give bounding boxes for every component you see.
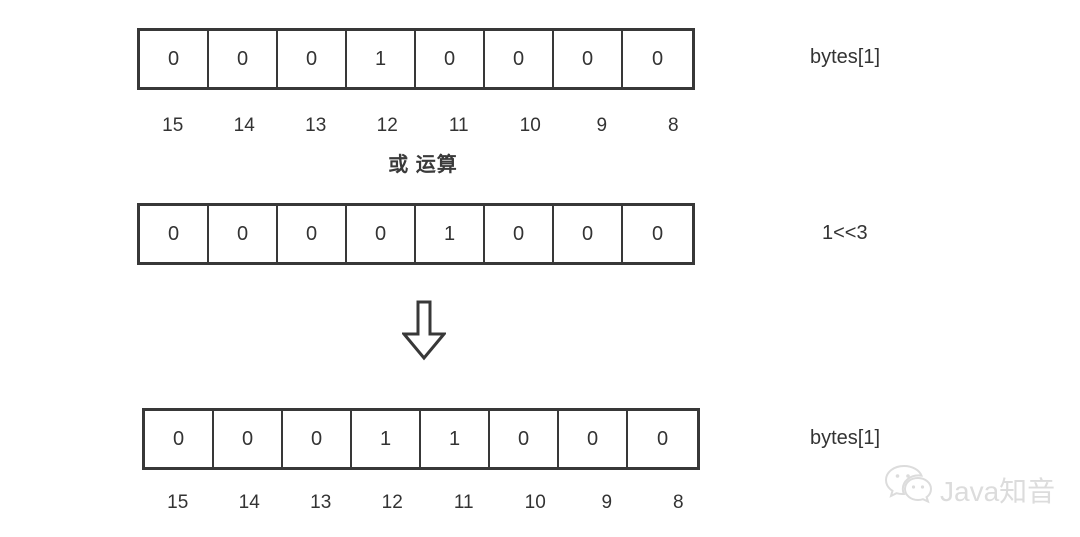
- bit-cell: 0: [559, 411, 628, 467]
- bit-cell: 0: [283, 411, 352, 467]
- watermark: Java知音: [882, 462, 1055, 517]
- down-arrow-icon: [400, 300, 448, 367]
- bit-position: 9: [596, 115, 608, 136]
- bit-positions-bottom: 15 14 13 12 11 10 9 8: [142, 492, 714, 514]
- bit-position: 11: [448, 115, 469, 136]
- bit-cell: 0: [554, 31, 623, 87]
- bit-position: 9: [601, 492, 613, 513]
- bit-row-operand1: 0 0 0 1 0 0 0 0: [137, 28, 695, 90]
- bit-position: 8: [672, 492, 684, 513]
- bit-position: 15: [162, 115, 184, 136]
- row-label-operand1: bytes[1]: [810, 46, 881, 68]
- bit-position: 13: [310, 492, 332, 513]
- bit-cell: 0: [485, 206, 554, 262]
- bit-cell: 0: [651, 47, 664, 70]
- bit-position: 10: [519, 115, 541, 136]
- bit-position: 12: [381, 492, 403, 513]
- bit-position: 14: [233, 115, 255, 136]
- bit-cell: 1: [416, 206, 485, 262]
- bit-positions-top: 15 14 13 12 11 10 9 8: [137, 115, 709, 137]
- bit-cell: 0: [651, 222, 664, 245]
- row-label-operand2: 1<<3: [822, 222, 868, 244]
- bit-cell: 1: [347, 31, 416, 87]
- bit-cell: 0: [140, 206, 209, 262]
- bit-row-operand2: 0 0 0 0 1 0 0 0: [137, 203, 695, 265]
- bit-cell: 0: [656, 427, 669, 450]
- bit-row-result: 0 0 0 1 1 0 0 0: [142, 408, 700, 470]
- bit-cell: 0: [209, 31, 278, 87]
- bit-position: 10: [524, 492, 546, 513]
- bit-cell: 0: [209, 206, 278, 262]
- bit-cell: 0: [140, 31, 209, 87]
- bit-cell: 1: [352, 411, 421, 467]
- wechat-icon: [882, 462, 934, 517]
- bit-position: 15: [167, 492, 189, 513]
- bit-position: 8: [667, 115, 679, 136]
- row-label-result: bytes[1]: [810, 427, 881, 449]
- bit-cell: 0: [416, 31, 485, 87]
- or-operation-label: 或 运算: [388, 154, 458, 176]
- bit-cell: 0: [485, 31, 554, 87]
- bit-position: 14: [238, 492, 260, 513]
- bit-cell: 0: [145, 411, 214, 467]
- bit-cell: 0: [490, 411, 559, 467]
- bit-cell: 0: [278, 31, 347, 87]
- bit-cell: 0: [554, 206, 623, 262]
- bit-position: 12: [376, 115, 398, 136]
- bit-cell: 1: [421, 411, 490, 467]
- watermark-text: Java知音: [940, 475, 1056, 507]
- bit-position: 11: [453, 492, 474, 513]
- bit-cell: 0: [347, 206, 416, 262]
- bit-cell: 0: [214, 411, 283, 467]
- bit-cell: 0: [278, 206, 347, 262]
- bit-position: 13: [305, 115, 327, 136]
